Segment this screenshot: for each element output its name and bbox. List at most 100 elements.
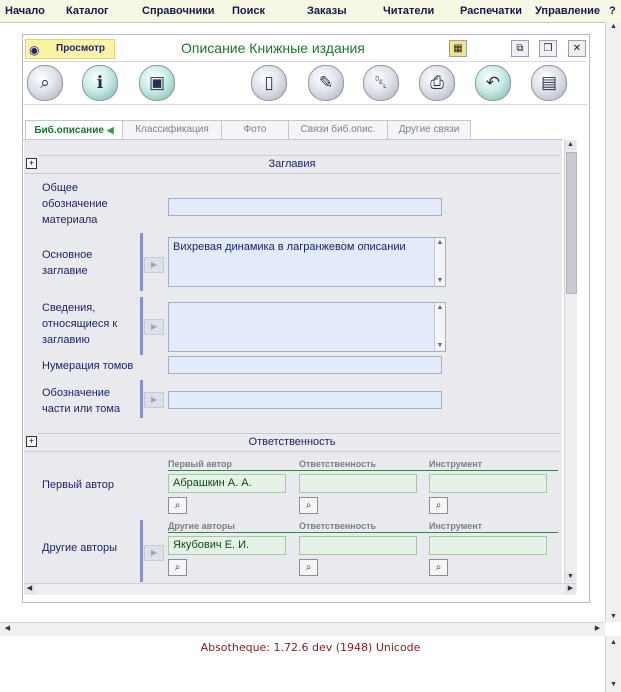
scroll-up-icon[interactable]: ▲: [608, 22, 619, 32]
print-icon[interactable]: ⎙: [419, 65, 455, 101]
scroll-down-icon[interactable]: ▼: [608, 612, 619, 622]
scroll-left-icon[interactable]: ◀: [24, 584, 35, 594]
section-responsibility-heading: Ответственность: [248, 436, 336, 448]
menu-item-references[interactable]: Справочники: [142, 5, 215, 17]
tab-bib-description[interactable]: Биб.описание ◀: [25, 120, 123, 139]
other-authors-col-header: Другие авторы: [168, 521, 235, 531]
first-author-field[interactable]: Абрашкин А. А.: [168, 474, 286, 493]
scroll-up-icon[interactable]: ▲: [565, 140, 576, 150]
duplicate-icon[interactable]: ❐: [539, 40, 557, 57]
scroll-left-icon[interactable]: ◀: [2, 624, 13, 634]
version-footer: Absotheque: 1.72.6 dev (1948) Unicode: [200, 641, 421, 654]
tab-divider: [23, 139, 563, 140]
menu-item-home[interactable]: Начало: [5, 5, 45, 17]
menu-item-readers[interactable]: Читатели: [383, 5, 435, 17]
menu-item-catalog[interactable]: Каталог: [66, 5, 109, 17]
related-info-marker: [140, 297, 143, 355]
other-authors-role-field[interactable]: [299, 536, 417, 555]
related-info-scrollbar[interactable]: ▲ ▼: [434, 303, 445, 351]
scroll-down-icon[interactable]: ▼: [436, 342, 444, 349]
other-authors-role-search-icon[interactable]: ⌕: [299, 559, 318, 576]
other-authors-tool-field[interactable]: [429, 536, 547, 555]
other-authors-search-icon[interactable]: ⌕: [168, 559, 187, 576]
edit-document-icon[interactable]: ✎: [308, 65, 344, 101]
expand-section-icon[interactable]: +: [26, 436, 37, 447]
main-title-scrollbar[interactable]: ▲ ▼: [434, 238, 445, 286]
delete-trash-icon[interactable]: ␡: [363, 65, 399, 101]
scroll-down-icon[interactable]: ▼: [608, 680, 619, 690]
first-author-tool-search-icon[interactable]: ⌕: [429, 497, 448, 514]
first-author-col-header: Первый автор: [168, 459, 232, 469]
menu-item-administration[interactable]: Управление: [535, 5, 601, 17]
window-title: Описание Книжные издания: [181, 40, 365, 56]
related-info-field[interactable]: ▲ ▼: [168, 302, 446, 352]
scroll-up-icon[interactable]: ▲: [436, 239, 444, 246]
section-titles-heading: Заглавия: [268, 158, 316, 170]
tab-other-links[interactable]: Другие связи: [387, 120, 471, 139]
section-divider: [38, 155, 560, 156]
tab-classification[interactable]: Классификация: [122, 120, 222, 139]
volume-numbering-label: Нумерация томов: [42, 360, 134, 372]
scroll-right-icon[interactable]: ▶: [565, 584, 576, 594]
scroll-up-icon[interactable]: ▲: [608, 638, 619, 648]
panel-horizontal-scrollbar[interactable]: ◀ ▶: [24, 583, 576, 595]
undo-icon[interactable]: ↶: [475, 65, 511, 101]
info-book-icon[interactable]: ℹ: [82, 65, 118, 101]
search-book-icon[interactable]: ⌕: [27, 65, 63, 101]
related-info-arrow-button[interactable]: ▶: [144, 319, 164, 335]
bib-description-panel: + Заглавия Общее обозначение материала ▶…: [24, 140, 562, 594]
first-author-role-field[interactable]: [299, 474, 417, 493]
menu-item-printouts[interactable]: Распечатки: [460, 5, 523, 17]
close-icon[interactable]: ✕: [568, 40, 586, 57]
copy-icon[interactable]: ⧉: [511, 40, 529, 57]
scroll-down-icon[interactable]: ▼: [565, 572, 576, 582]
other-authors-header-line: [168, 532, 558, 533]
menu-item-orders[interactable]: Заказы: [307, 5, 347, 17]
section-responsibility-header: + Ответственность: [24, 433, 560, 452]
tab-bib-links[interactable]: Связи биб.опис.: [288, 120, 388, 139]
eye-icon: ◉: [29, 43, 40, 57]
record-tabs: Биб.описание ◀ Классификация Фото Связи …: [23, 120, 587, 140]
page-horizontal-scrollbar[interactable]: ◀ ▶: [0, 622, 605, 636]
first-author-search-icon[interactable]: ⌕: [168, 497, 187, 514]
scrollbar-thumb[interactable]: [566, 152, 577, 294]
menu-item-search[interactable]: Поиск: [232, 5, 266, 17]
volume-numbering-field[interactable]: [168, 356, 442, 374]
first-author-tool-field[interactable]: [429, 474, 547, 493]
export-document-icon[interactable]: ▤: [531, 65, 567, 101]
footer-vertical-scrollbar[interactable]: ▲ ▼: [605, 636, 621, 692]
other-authors-arrow-button[interactable]: ▶: [144, 545, 164, 561]
first-author-label: Первый автор: [42, 479, 114, 491]
other-authors-field[interactable]: Якубович Е. И.: [168, 536, 286, 555]
scroll-right-icon[interactable]: ▶: [592, 624, 603, 634]
other-authors-marker: [140, 520, 143, 582]
general-designation-field[interactable]: [168, 198, 442, 216]
general-designation-label: Общее обозначение материала: [42, 182, 108, 226]
computer-icon[interactable]: ▣: [139, 65, 175, 101]
first-author-role-col-header: Ответственность: [299, 459, 377, 469]
expand-section-icon[interactable]: +: [26, 158, 37, 169]
view-mode-label: Просмотр: [56, 43, 105, 54]
calculator-icon[interactable]: ▦: [449, 40, 467, 57]
other-authors-tool-col-header: Инструмент: [429, 521, 483, 531]
part-designation-field[interactable]: [168, 391, 442, 409]
main-title-arrow-button[interactable]: ▶: [144, 257, 164, 273]
other-authors-tool-search-icon[interactable]: ⌕: [429, 559, 448, 576]
related-info-label: Сведения, относящиеся к заглавию: [42, 302, 118, 346]
main-title-field[interactable]: Вихревая динамика в лагранжевом описании…: [168, 237, 446, 287]
part-designation-arrow-button[interactable]: ▶: [144, 392, 164, 408]
menu-item-help[interactable]: ?: [609, 5, 616, 17]
view-mode-badge[interactable]: ◉ Просмотр: [25, 39, 115, 59]
part-designation-label: Обозначение части или тома: [42, 387, 121, 415]
first-author-role-search-icon[interactable]: ⌕: [299, 497, 318, 514]
tab-photo[interactable]: Фото: [221, 120, 289, 139]
scroll-up-icon[interactable]: ▲: [436, 304, 444, 311]
tab-bib-description-label: Биб.описание: [34, 125, 104, 136]
page-vertical-scrollbar[interactable]: ▲ ▼: [605, 22, 621, 622]
new-document-icon[interactable]: ▯: [251, 65, 287, 101]
scroll-down-icon[interactable]: ▼: [436, 277, 444, 284]
main-title-label: Основное заглавие: [42, 249, 93, 277]
first-author-tool-col-header: Инструмент: [429, 459, 483, 469]
top-menu-bar: Начало Каталог Справочники Поиск Заказы …: [0, 0, 621, 23]
panel-vertical-scrollbar[interactable]: ▲ ▼: [564, 140, 577, 592]
